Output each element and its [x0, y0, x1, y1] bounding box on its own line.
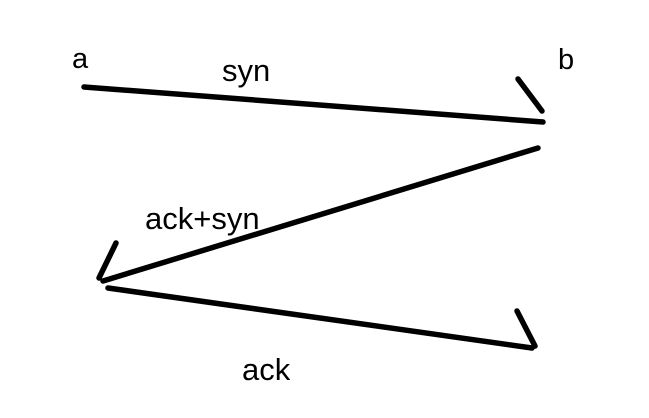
message-syn-arrow: syn: [81, 53, 546, 125]
ack-label: ack: [242, 352, 291, 387]
syn-label: syn: [222, 53, 270, 88]
message-ack-syn-arrow: ack+syn: [96, 145, 541, 284]
syn-arrowhead-icon: [515, 76, 545, 114]
ack-syn-label: ack+syn: [145, 201, 260, 236]
ack-arrowhead-icon: [514, 308, 538, 349]
ack-arrow-shaft: [105, 285, 535, 351]
ack-syn-arrow-shaft: [100, 145, 541, 284]
endpoint-b-label: b: [558, 44, 574, 76]
endpoint-a-label: a: [72, 43, 89, 75]
ack-syn-arrowhead-icon: [96, 240, 119, 281]
syn-arrow-shaft: [81, 84, 546, 125]
message-ack-arrow: ack: [105, 285, 538, 387]
